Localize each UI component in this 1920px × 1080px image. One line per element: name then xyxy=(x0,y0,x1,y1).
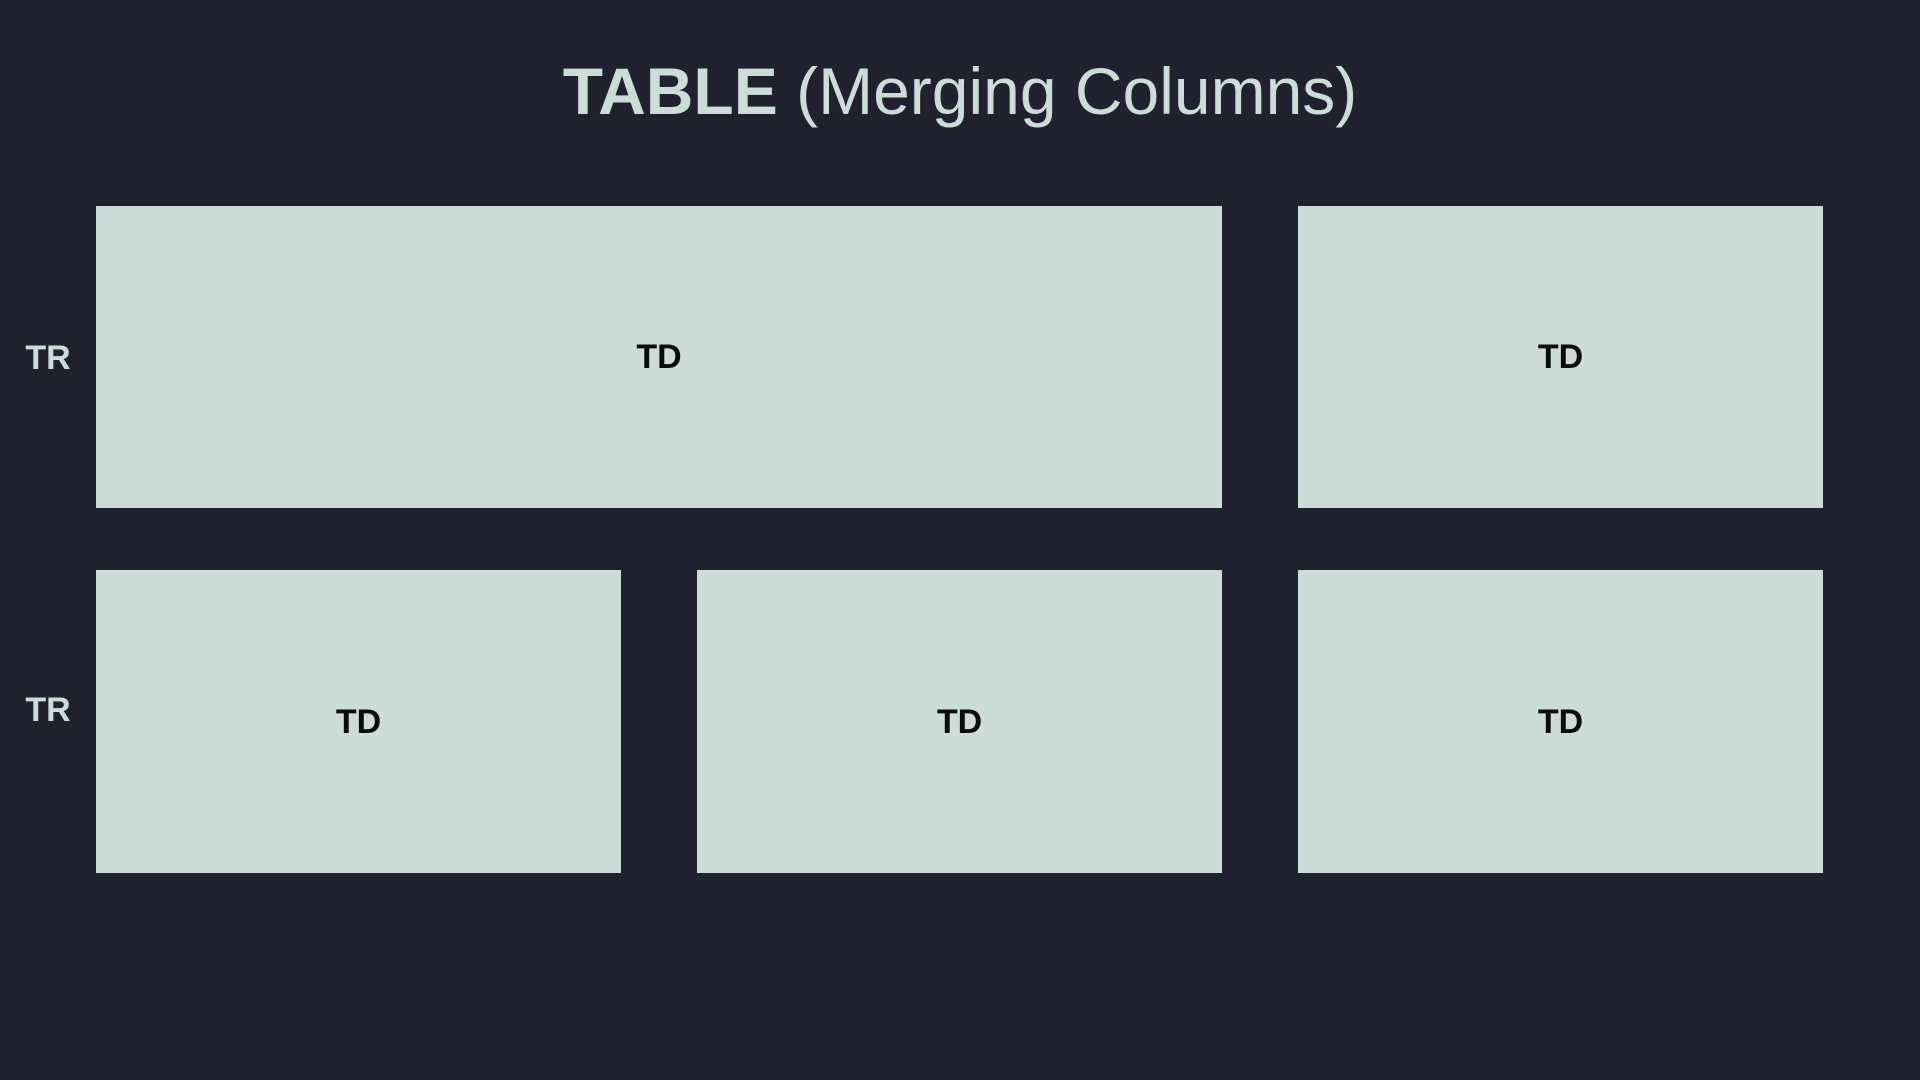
table-cell: TD xyxy=(96,570,621,873)
row-label-1: TR xyxy=(25,339,71,377)
cell-label: TD xyxy=(936,702,983,741)
cell-label: TD xyxy=(335,702,382,741)
cell-label: TD xyxy=(1537,338,1584,376)
row-label-2: TR xyxy=(25,691,71,729)
table-cell: TD xyxy=(1298,570,1823,873)
table-cell: TD xyxy=(1298,206,1823,508)
title-bold: TABLE xyxy=(562,54,778,128)
title-regular: (Merging Columns) xyxy=(796,54,1358,128)
table-cell: TD xyxy=(697,570,1222,873)
table-cell-merged: TD xyxy=(96,206,1222,508)
diagram-title: TABLE (Merging Columns) xyxy=(0,58,1920,124)
cell-label: TD xyxy=(1537,702,1584,741)
cell-label: TD xyxy=(636,338,682,376)
